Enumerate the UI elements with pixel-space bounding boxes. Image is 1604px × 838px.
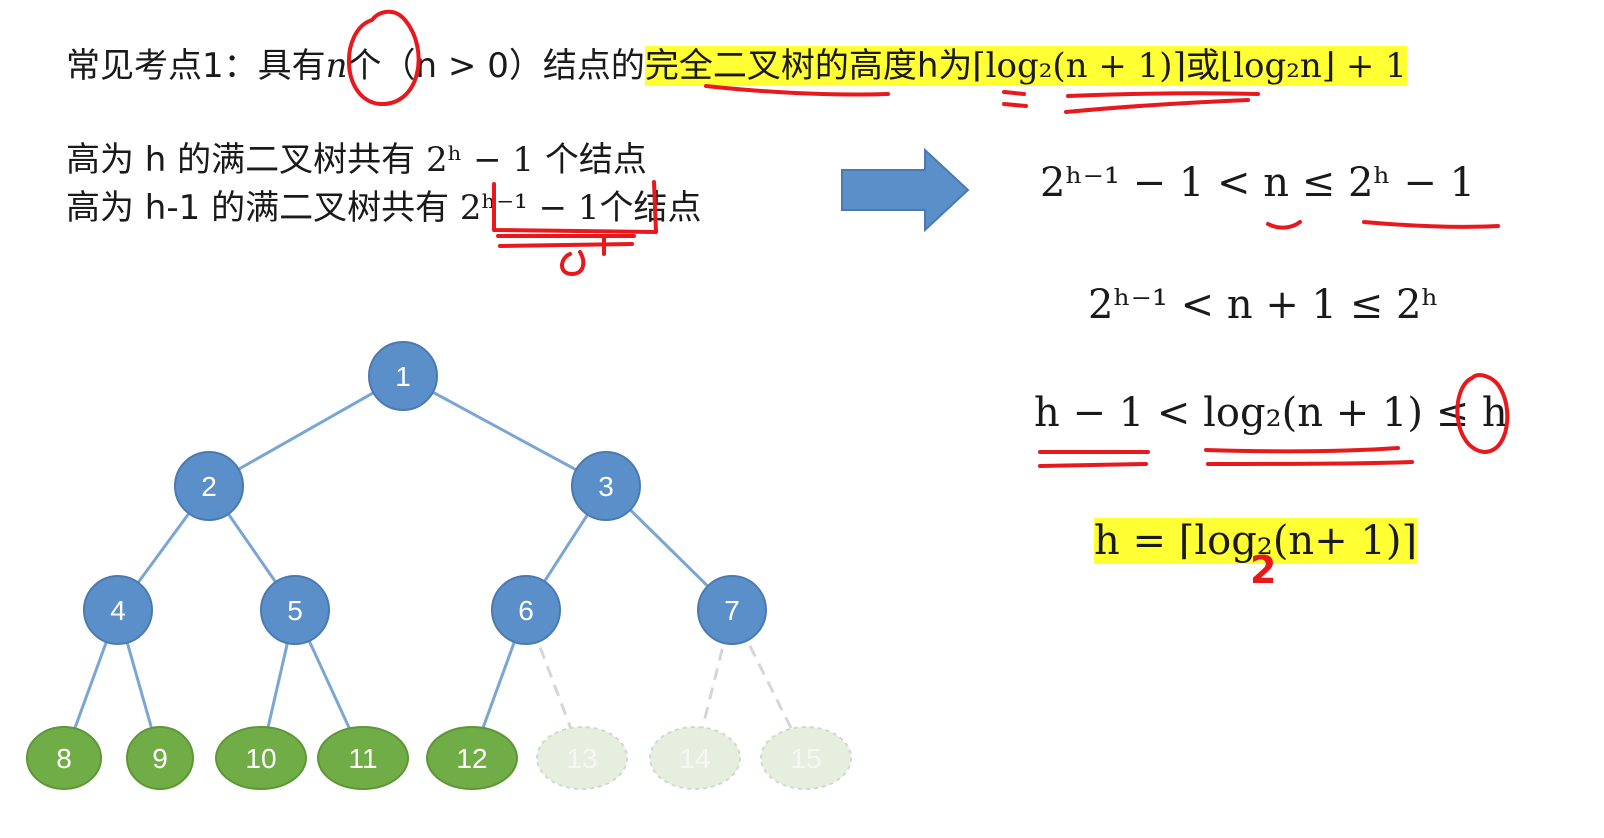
- red-ink-annotations: [347, 9, 1510, 468]
- tree-node-10: 10: [215, 726, 307, 790]
- heading-formula-floor: ⌊log₂n⌋ + 1: [1219, 46, 1407, 86]
- tree-node-label: 15: [790, 743, 821, 774]
- tree-node-label: 5: [287, 595, 303, 626]
- annotation-2: 2: [1250, 548, 1277, 592]
- tree-node-1: 1: [368, 341, 438, 411]
- heading-highlight-h: h: [916, 46, 939, 86]
- tree-node-label: 9: [152, 743, 168, 774]
- derivation-line-4-text: h = ⌈log₂(n+ 1)⌉: [1094, 518, 1418, 564]
- tree-node-label: 10: [245, 743, 276, 774]
- tree-node-14-ghost: 14: [649, 726, 741, 790]
- heading-n-var: n: [325, 46, 348, 86]
- tree-node-label: 7: [724, 595, 740, 626]
- underline-deriv-log: [1204, 446, 1414, 466]
- tree-node-label: 2: [201, 471, 217, 502]
- tree-node-13-ghost: 13: [536, 726, 628, 790]
- underline-heading-formula: [1064, 91, 1260, 114]
- tree-node-2: 2: [174, 451, 244, 521]
- tree-node-11: 11: [317, 726, 409, 790]
- derivation-line-3: h − 1 < log₂(n + 1) ≤ h: [1034, 390, 1508, 436]
- fact-1-formula: 2ʰ − 1: [425, 140, 535, 180]
- heading-or: 或: [1185, 46, 1220, 86]
- fact-line-1: 高为 h 的满二叉树共有 2ʰ − 1 个结点: [66, 132, 647, 181]
- heading-prefix: 常见考点1：具有: [66, 46, 326, 86]
- tree-node-6: 6: [491, 575, 561, 645]
- underline-heading-h: [1002, 90, 1028, 108]
- tree-node-label: 8: [56, 743, 72, 774]
- fact-1-tail: 个结点: [544, 140, 647, 180]
- tree-node-label: 12: [456, 743, 487, 774]
- tree-node-12: 12: [426, 726, 518, 790]
- tree-node-label: 6: [518, 595, 534, 626]
- heading-highlight-text: 完全二叉树的高度: [644, 46, 917, 86]
- tree-node-5: 5: [260, 575, 330, 645]
- underline-deriv-n: [1266, 220, 1302, 230]
- tree-node-7: 7: [697, 575, 767, 645]
- delta-mark: [560, 236, 606, 276]
- circle-around-n: [347, 9, 421, 107]
- derivation-line-4: h = ⌈log₂(n+ 1)⌉: [1094, 518, 1418, 564]
- fact-2-formula: 2ʰ⁻¹ − 1: [459, 188, 600, 228]
- tree-node-4: 4: [83, 575, 153, 645]
- tree-node-label: 11: [348, 743, 377, 774]
- fact-line-2: 高为 h-1 的满二叉树共有 2ʰ⁻¹ − 1个结点: [66, 180, 702, 229]
- tree-node-label: 14: [679, 743, 710, 774]
- edge-1-3: [402, 374, 607, 488]
- box-fact-2-formula: [492, 180, 658, 234]
- fact-1-lead: 高为 h 的满二叉树共有: [66, 140, 416, 180]
- tree-node-15-ghost: 15: [760, 726, 852, 790]
- right-arrow-icon: [841, 147, 970, 233]
- tree-node-3: 3: [571, 451, 641, 521]
- derivation-line-1: 2ʰ⁻¹ − 1 < n ≤ 2ʰ − 1: [1040, 160, 1476, 206]
- heading-highlight-word: 为: [938, 46, 973, 86]
- underline-deriv-rhs: [1362, 220, 1500, 229]
- heading-formula-ceil: ⌈log₂(n + 1)⌉: [972, 46, 1186, 86]
- tree-node-9: 9: [126, 726, 194, 790]
- underline-deriv-hm1: [1038, 450, 1150, 468]
- tree-node-label: 13: [566, 743, 597, 774]
- underline-heading-1: [704, 84, 890, 97]
- tree-node-8: 8: [26, 726, 102, 790]
- heading: 常见考点1：具有n个（n > 0）结点的完全二叉树的高度h为⌈log₂(n + …: [66, 38, 1407, 87]
- fact-2-lead: 高为 h-1 的满二叉树共有: [66, 188, 450, 228]
- derivation-line-2: 2ʰ⁻¹ < n + 1 ≤ 2ʰ: [1088, 282, 1439, 328]
- circle-around-h: [1455, 373, 1510, 454]
- tree-node-label: 4: [110, 595, 126, 626]
- tree-edges: [62, 374, 734, 759]
- edge-1-2: [208, 374, 404, 488]
- tree-node-label: 3: [598, 471, 614, 502]
- fact-2-tail: 个结点: [599, 188, 702, 228]
- underline-fact-2: [496, 234, 636, 248]
- heading-condition: （n > 0）结点的: [381, 46, 645, 86]
- tree-node-label: 1: [395, 361, 411, 392]
